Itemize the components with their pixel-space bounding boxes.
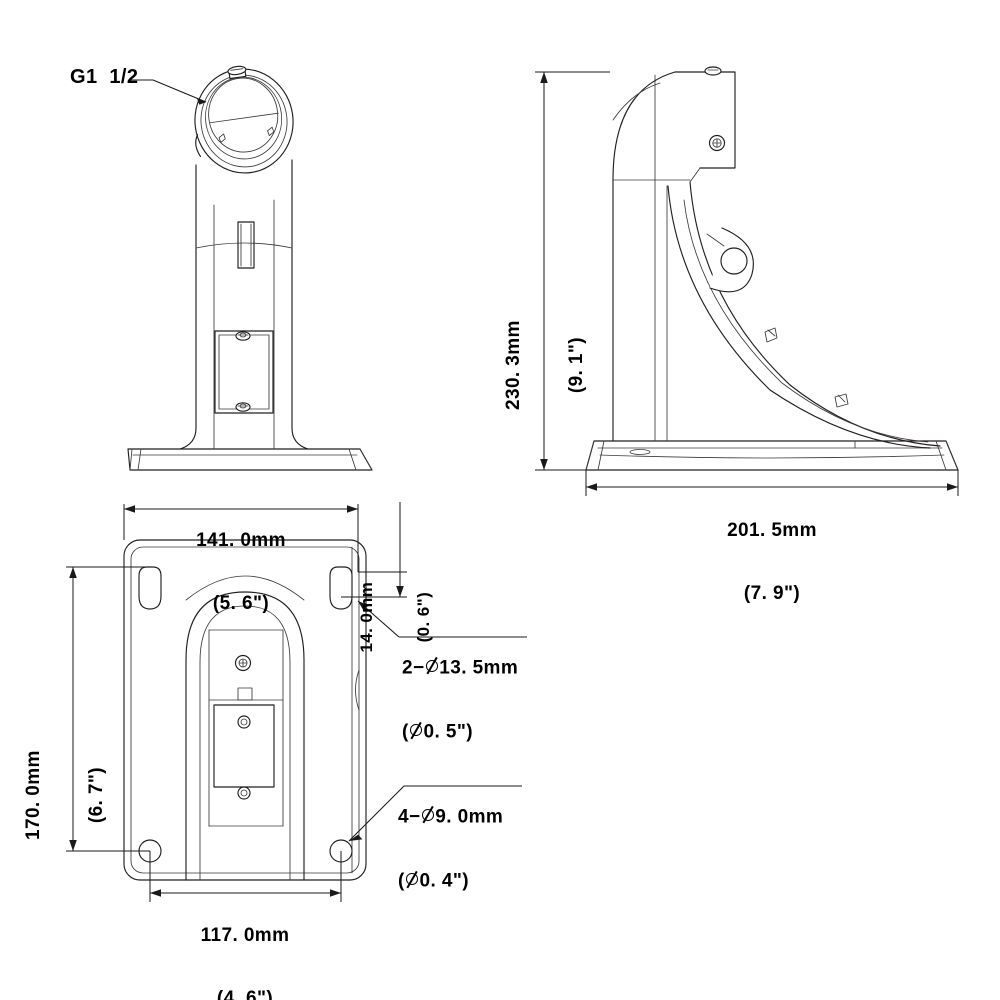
side-head-block xyxy=(674,71,736,169)
dim-side-base-width xyxy=(585,470,959,496)
side-arm-fastener-upper xyxy=(764,327,778,343)
bottom-keyhole-left-shape xyxy=(138,566,162,610)
front-base-corner-fillets xyxy=(129,448,373,471)
dim-side-base-width-text: 201. 5mm (7. 9") xyxy=(727,519,817,605)
callout-keyhole-line2: (0. 5") xyxy=(402,721,473,743)
dim-side-height-arrow-bottom xyxy=(540,459,548,470)
bottom-cover-screw-top xyxy=(237,715,251,729)
callout-round-hole-text: 4−9. 0mm (0. 4") xyxy=(398,763,503,935)
dim-side-height-text: 230. 3mm (9. 1") xyxy=(502,320,588,410)
front-base-plate xyxy=(127,448,373,471)
side-arm-outer-curve xyxy=(689,181,941,447)
side-head-screw xyxy=(708,134,726,152)
front-head-cut-line xyxy=(209,112,279,124)
callout-round-hole-line2: (0. 4") xyxy=(398,870,469,892)
bottom-keyhole-right xyxy=(329,566,353,610)
dim-bottom-width-text: 141. 0mm (5. 6") xyxy=(196,529,286,615)
front-head-tab-left xyxy=(218,133,226,143)
front-head-top-cap-slot xyxy=(230,68,244,71)
dim-edge-offset xyxy=(341,502,407,598)
diameter-icon xyxy=(420,806,435,825)
diameter-icon xyxy=(405,870,420,889)
dim-hole-spacing-text: 117. 0mm (4. 6") xyxy=(200,924,290,1000)
dim-bottom-height-arrow-bottom xyxy=(69,840,77,851)
callout-keyhole-leader-arrow xyxy=(358,601,369,611)
front-column-right xyxy=(291,159,309,450)
dim-bottom-height-arrow-top xyxy=(69,567,77,578)
callout-round-hole-leader xyxy=(348,785,522,842)
bottom-center-screw xyxy=(234,654,252,672)
side-base-inner-corners xyxy=(597,440,947,471)
side-arm-inner-curve xyxy=(667,185,931,449)
front-head-assembly xyxy=(194,65,294,174)
side-base-fillets xyxy=(585,440,959,471)
side-base-bottom-curve xyxy=(599,454,945,459)
front-cover-plate-inner xyxy=(218,334,270,410)
front-thread-leader xyxy=(130,79,207,105)
front-column-seam xyxy=(195,242,293,249)
dim-side-base-arrow-right xyxy=(947,483,958,491)
side-arm-fastener-lower xyxy=(834,393,849,408)
side-top-shoulder-inner xyxy=(612,82,661,121)
dim-bottom-height-text-wrap: 170. 0mm (6. 7") xyxy=(0,640,145,840)
bottom-edge-notch xyxy=(355,669,360,711)
side-knuckle-edge xyxy=(706,233,725,247)
side-view-geometry xyxy=(585,66,959,471)
callout-round-hole-line1: 4−9. 0mm xyxy=(398,806,504,828)
front-view-geometry xyxy=(127,65,373,471)
front-slot-detail xyxy=(237,221,255,269)
front-cover-plate xyxy=(214,330,274,414)
dim-bottom-height xyxy=(66,566,150,852)
front-cover-screw-bottom xyxy=(235,402,251,412)
callout-round-hole-leader-line xyxy=(348,785,405,842)
dim-hole-spacing xyxy=(149,851,342,902)
side-pivot-knuckle xyxy=(706,227,754,293)
dim-side-base-arrow-left xyxy=(586,483,597,491)
bottom-body-arch-inner xyxy=(199,605,291,881)
front-thread-leader-arrow xyxy=(197,98,206,105)
dim-side-height-arrow-top xyxy=(540,72,548,83)
dim-side-height-text-wrap: 230. 3mm (9. 1") xyxy=(455,200,635,410)
bottom-body-shoulder xyxy=(185,575,305,601)
front-thread-leader-line xyxy=(152,79,207,103)
dim-bottom-width xyxy=(123,504,359,572)
side-top-boss xyxy=(704,66,722,76)
front-head-tab-right xyxy=(267,126,275,137)
side-arm-joint xyxy=(689,167,701,183)
dim-edge-offset-text-wrap: 14. 0mm (0. 6") xyxy=(330,486,460,653)
dim-edge-offset-arrow xyxy=(396,586,404,597)
front-slot-inner-lines xyxy=(240,223,252,267)
side-base-detail xyxy=(629,449,651,455)
side-knuckle-hole xyxy=(720,247,748,275)
front-base-inner-corners xyxy=(137,448,357,471)
front-cover-screw-top xyxy=(235,331,251,341)
diameter-icon xyxy=(424,657,439,676)
dim-side-height xyxy=(535,71,610,471)
callout-keyhole-line1: 2−13. 5mm xyxy=(402,657,519,679)
dim-bottom-width-arrow-right xyxy=(347,505,358,513)
bottom-keyhole-right-shape xyxy=(329,566,353,610)
side-top-shoulder xyxy=(612,71,676,181)
bottom-column-sides xyxy=(208,629,284,827)
front-head-lug xyxy=(195,134,202,157)
front-head-top-cap xyxy=(227,65,247,76)
diameter-icon xyxy=(409,721,424,740)
bottom-keyhole-left xyxy=(138,566,162,610)
bottom-body-arch-outer xyxy=(185,591,305,881)
bottom-cover-screw-bottom xyxy=(237,786,251,800)
dim-hole-spacing-arrow-left xyxy=(150,889,161,897)
front-column-left xyxy=(179,164,197,450)
dim-bottom-width-arrow-left xyxy=(124,505,135,513)
thread-callout-label: G1 1/2 xyxy=(70,66,139,88)
dim-hole-spacing-arrow-right xyxy=(330,889,341,897)
dim-bottom-height-text: 170. 0mm (6. 7") xyxy=(22,750,108,840)
front-head-bore xyxy=(208,77,279,153)
side-arm-mid-line xyxy=(683,199,929,443)
callout-keyhole-text: 2−13. 5mm (0. 5") xyxy=(402,614,518,786)
callout-round-hole-leader-arrow xyxy=(349,834,363,841)
callout-keyhole-leader xyxy=(357,600,527,638)
front-head-outer-ring xyxy=(194,68,294,174)
